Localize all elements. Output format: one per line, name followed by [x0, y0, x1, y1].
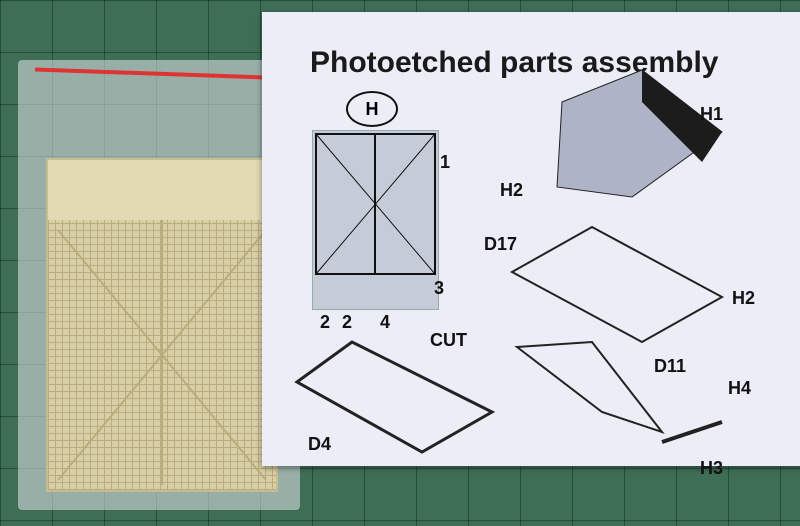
label-h1: H1: [700, 104, 724, 124]
label-3: 3: [434, 278, 445, 298]
fret-diagram-lines: [315, 133, 436, 275]
label-d4: D4: [308, 434, 332, 454]
label-h2b: H2: [732, 288, 756, 308]
label-2a: 2: [320, 312, 331, 332]
label-h4: H4: [728, 378, 752, 398]
fret-diagram: [312, 130, 439, 310]
photoetch-fret: [46, 158, 278, 492]
label-cut: CUT: [430, 330, 467, 350]
sheet-title: Photoetched parts assembly: [310, 46, 719, 79]
label-d17: D17: [484, 234, 518, 254]
label-1: 1: [440, 152, 451, 172]
label-h2a: H2: [500, 180, 524, 200]
label-4: 4: [380, 312, 391, 332]
label-h3: H3: [700, 458, 724, 478]
instruction-sheet: Photoetched parts assembly H 1 2 2 3 4 H…: [262, 12, 800, 478]
label-2b: 2: [342, 312, 353, 332]
assembly-drawings: [294, 69, 725, 454]
fret-label: H: [346, 91, 398, 127]
fret-cross-lines: [48, 160, 276, 485]
label-d11: D11: [654, 356, 687, 376]
